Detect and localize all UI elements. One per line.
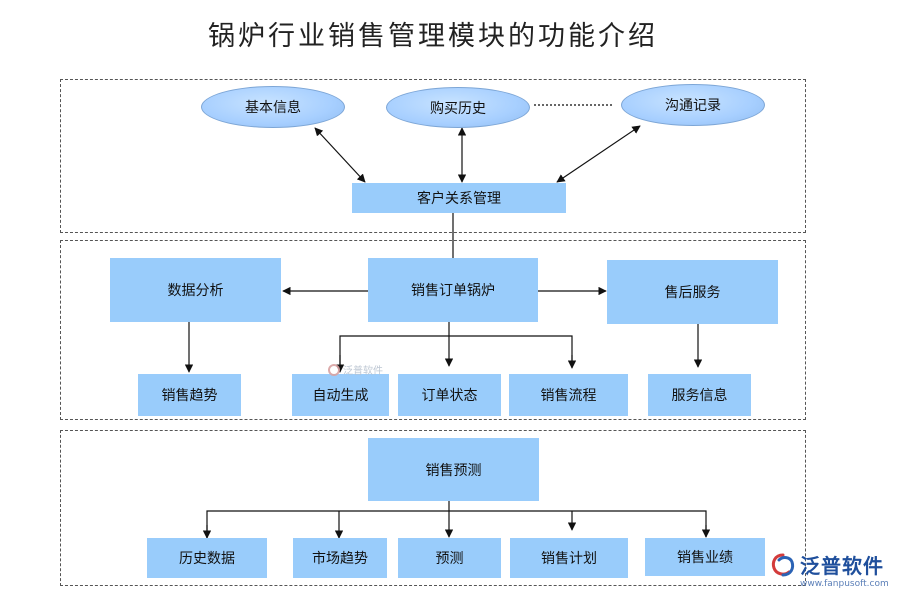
watermark-logo-icon — [328, 363, 340, 376]
watermark: 泛普软件 — [328, 362, 383, 377]
node-market-trend: 市场趋势 — [293, 538, 387, 578]
brand-logo: 泛普软件 — [770, 550, 884, 579]
node-sales-trend: 销售趋势 — [138, 374, 241, 416]
node-after-sales: 售后服务 — [607, 260, 778, 324]
node-sales-plan: 销售计划 — [510, 538, 628, 578]
node-crm: 客户关系管理 — [352, 183, 566, 213]
node-sales-forecast: 销售预测 — [368, 438, 539, 501]
node-history-data: 历史数据 — [147, 538, 267, 578]
node-data-analysis: 数据分析 — [110, 258, 281, 322]
brand-name: 泛普软件 — [800, 554, 884, 578]
watermark-text: 泛普软件 — [343, 366, 383, 377]
node-sales-performance: 销售业绩 — [645, 538, 765, 576]
page-title: 锅炉行业销售管理模块的功能介绍 — [208, 21, 658, 52]
node-sales-process: 销售流程 — [509, 374, 628, 416]
section-crm — [60, 79, 806, 233]
section-forecast — [60, 430, 806, 586]
brand-url: www.fanpusoft.com — [800, 579, 889, 589]
node-service-info: 服务信息 — [648, 374, 751, 416]
node-purchase-history: 购买历史 — [386, 87, 530, 128]
brand-swirl-icon — [770, 552, 796, 578]
node-forecast: 预测 — [398, 538, 501, 578]
node-sales-order: 销售订单锅炉 — [368, 258, 538, 322]
node-communication-record: 沟通记录 — [621, 84, 765, 126]
node-order-status: 订单状态 — [398, 374, 501, 416]
section-order — [60, 240, 806, 420]
node-auto-generate: 自动生成 — [292, 374, 389, 416]
node-basic-info: 基本信息 — [201, 86, 345, 128]
